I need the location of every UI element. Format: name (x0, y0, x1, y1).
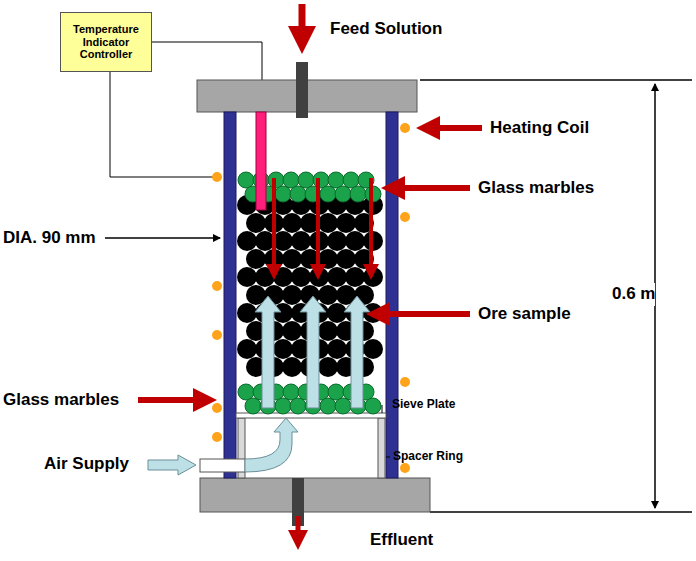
bead (350, 186, 366, 202)
bead (282, 213, 302, 233)
bead (400, 123, 410, 133)
part-label: Glass marbles (478, 179, 594, 198)
bead (345, 267, 365, 287)
part-label: DIA. 90 mm (3, 229, 96, 248)
bead (212, 172, 222, 182)
bead (283, 172, 299, 188)
part-label: Feed Solution (330, 20, 442, 39)
bead (400, 463, 410, 473)
node-text: Temperature Indicator Controller (64, 23, 148, 61)
part-label: Heating Coil (490, 119, 589, 138)
bead (328, 384, 344, 400)
part-label: Effluent (370, 531, 433, 550)
part-label: Sieve Plate (392, 398, 455, 411)
bead (273, 339, 293, 359)
bead (363, 339, 383, 359)
bead (345, 231, 365, 251)
bead (318, 357, 338, 377)
bead (298, 172, 314, 188)
bead (318, 321, 338, 341)
bead (238, 172, 254, 188)
bead (282, 321, 302, 341)
bead (237, 231, 257, 251)
bead (212, 432, 222, 442)
bead (246, 213, 266, 233)
bead (336, 249, 356, 269)
bead (212, 403, 222, 413)
bead (400, 377, 410, 387)
bead (343, 172, 359, 188)
bead (320, 186, 336, 202)
bead (212, 281, 222, 291)
bead (335, 398, 351, 414)
bead (327, 267, 347, 287)
bead (282, 285, 302, 305)
bead (237, 303, 257, 323)
bead (246, 249, 266, 269)
bead (275, 398, 291, 414)
bead (283, 384, 299, 400)
bead (336, 213, 356, 233)
part-label: Spacer Ring (393, 450, 463, 463)
bead (275, 186, 291, 202)
bead (365, 398, 381, 414)
bead (318, 249, 338, 269)
part-label: Glass marbles (3, 391, 119, 410)
bead (327, 339, 347, 359)
bead (328, 172, 344, 188)
bead (282, 357, 302, 377)
bead (245, 398, 261, 414)
bead (290, 186, 306, 202)
bead (318, 285, 338, 305)
bead (313, 172, 329, 188)
bead (327, 303, 347, 323)
bead (238, 384, 254, 400)
bead (291, 231, 311, 251)
bead (290, 398, 306, 414)
bead (400, 212, 410, 222)
bead (335, 186, 351, 202)
part-label: Air Supply (44, 455, 129, 474)
bead (237, 267, 257, 287)
part-label: Ore sample (478, 305, 571, 324)
bead (212, 330, 222, 340)
bead (282, 249, 302, 269)
bead (318, 213, 338, 233)
bead (327, 231, 347, 251)
part-label: 0.6 m (612, 283, 655, 306)
controller-box: Temperature Indicator Controller (60, 12, 152, 72)
bead (320, 398, 336, 414)
bead (237, 339, 257, 359)
bead (291, 267, 311, 287)
